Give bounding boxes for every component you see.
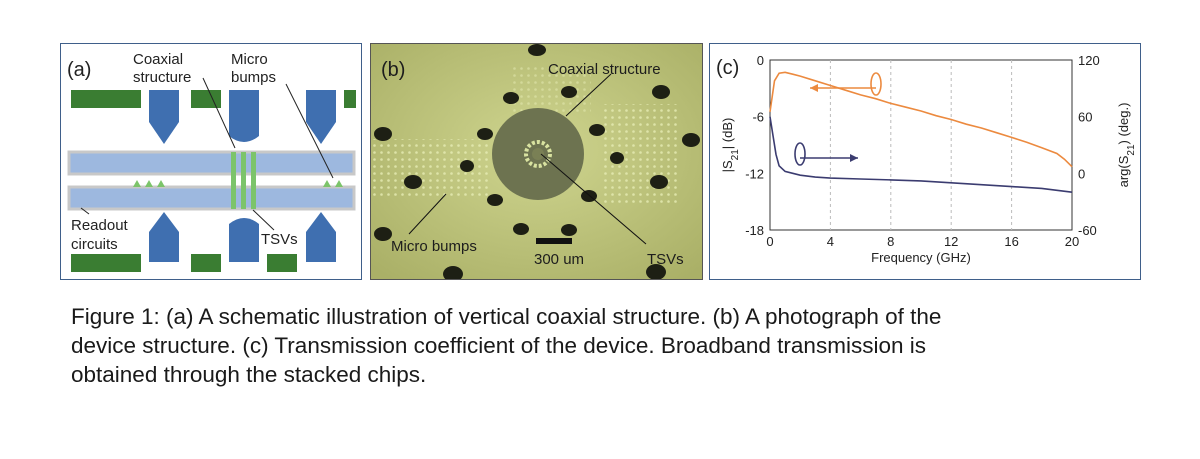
- chart-series: [769, 71, 1073, 193]
- x-tick-label: 8: [887, 234, 894, 249]
- x-axis-label: Frequency (GHz): [871, 250, 971, 265]
- y-right-tick-label: 0: [1078, 166, 1085, 181]
- scale-bar: [536, 238, 572, 244]
- coaxial-label-line2: structure: [133, 69, 191, 86]
- schematic-illustration: (a) Coaxial structure Micro bumps Readou…: [67, 51, 356, 272]
- plot-frame: [769, 59, 1073, 231]
- leader-tsvs: [252, 209, 275, 231]
- leader-readout: [80, 207, 90, 215]
- center-conductor: [532, 148, 544, 160]
- device-photograph: (b) Coaxial structure Micro bumps 300 um…: [371, 44, 702, 279]
- x-tick-label: 20: [1065, 234, 1079, 249]
- chart-ticks: 0 4 8 12 16 20 0 -6 -12 -18 120 60 0 -60: [745, 53, 1100, 249]
- scale-bar-label: 300 um: [534, 251, 584, 268]
- magnitude-legend-marker: [810, 72, 882, 96]
- via-holes: [374, 44, 700, 279]
- bottom-bump-left: [149, 212, 179, 262]
- lower-chip: [67, 185, 356, 211]
- transmission-chart: (c) |S21| (dB) arg(S21) (deg.) Frequency…: [716, 53, 1137, 265]
- micro-bumps-group: [133, 180, 343, 187]
- leader-micro-bumps: [285, 83, 334, 179]
- caption-line-3: obtained through the stacked chips.: [71, 362, 427, 387]
- top-center-conductor: [229, 90, 259, 142]
- y-right-tick-label: -60: [1078, 223, 1097, 238]
- top-wiring-left: [71, 90, 141, 108]
- y-left-tick-label: 0: [757, 53, 764, 68]
- y-right-tick-label: 120: [1078, 53, 1100, 68]
- panel-b-label: (b): [381, 59, 405, 81]
- panel-c-label: (c): [716, 57, 739, 79]
- tsv-center: [241, 152, 246, 209]
- y-axis-right-label: arg(S21) (deg.): [1116, 103, 1137, 188]
- top-wiring-right: [344, 90, 356, 108]
- upper-chip: [67, 150, 356, 176]
- y-left-tick-label: -18: [745, 223, 764, 238]
- phase-series-line: [769, 116, 1073, 193]
- top-bump-right: [306, 90, 336, 144]
- micro-bumps-label-line2: bumps: [231, 69, 276, 86]
- y-axis-left-label: |S21| (dB): [720, 118, 741, 173]
- readout-label-line1: Readout: [71, 217, 129, 234]
- bottom-wiring-left: [71, 254, 141, 272]
- top-bump-left: [149, 90, 179, 144]
- tsvs-label-b: TSVs: [647, 251, 684, 268]
- panel-a-label: (a): [67, 59, 91, 81]
- figure-caption: Figure 1: (a) A schematic illustration o…: [71, 302, 1151, 389]
- magnitude-series-line: [769, 71, 1073, 168]
- bottom-wiring-mid: [191, 254, 221, 272]
- readout-label-line2: circuits: [71, 236, 118, 253]
- leader-coaxial: [202, 77, 236, 149]
- x-tick-label: 0: [766, 234, 773, 249]
- phase-legend-marker: [794, 142, 858, 166]
- caption-line-2: device structure. (c) Transmission coeff…: [71, 333, 926, 358]
- tsvs-label: TSVs: [261, 231, 298, 248]
- y-right-tick-label: 60: [1078, 110, 1092, 125]
- leader-micro-bumps-b: [408, 193, 447, 235]
- chart-grid: [769, 59, 1073, 231]
- bottom-wiring-mid2: [267, 254, 297, 272]
- micro-bumps-label: Micro bumps: [391, 238, 477, 255]
- photograph-panel: (b) Coaxial structure Micro bumps 300 um…: [370, 43, 703, 280]
- x-tick-label: 16: [1004, 234, 1018, 249]
- coaxial-structure-label: Coaxial structure: [548, 61, 661, 78]
- x-tick-label: 12: [944, 234, 958, 249]
- schematic-panel: (a) Coaxial structure Micro bumps Readou…: [60, 43, 362, 280]
- y-left-tick-label: -12: [745, 166, 764, 181]
- top-wiring-mid: [191, 90, 221, 108]
- coaxial-label-line1: Coaxial: [133, 51, 183, 68]
- caption-line-1: Figure 1: (a) A schematic illustration o…: [71, 304, 942, 329]
- bottom-center-conductor: [229, 218, 259, 262]
- leader-tsvs-b: [540, 153, 647, 245]
- tsv-ring: [524, 140, 552, 168]
- micro-bumps-label-line1: Micro: [231, 51, 268, 68]
- tsv-right: [251, 152, 256, 209]
- bottom-bump-right: [306, 212, 336, 262]
- leader-coaxial-b: [565, 73, 612, 117]
- transmission-chart-panel: (c) |S21| (dB) arg(S21) (deg.) Frequency…: [709, 43, 1141, 280]
- tsv-left: [231, 152, 236, 209]
- y-left-tick-label: -6: [752, 110, 764, 125]
- x-tick-label: 4: [827, 234, 834, 249]
